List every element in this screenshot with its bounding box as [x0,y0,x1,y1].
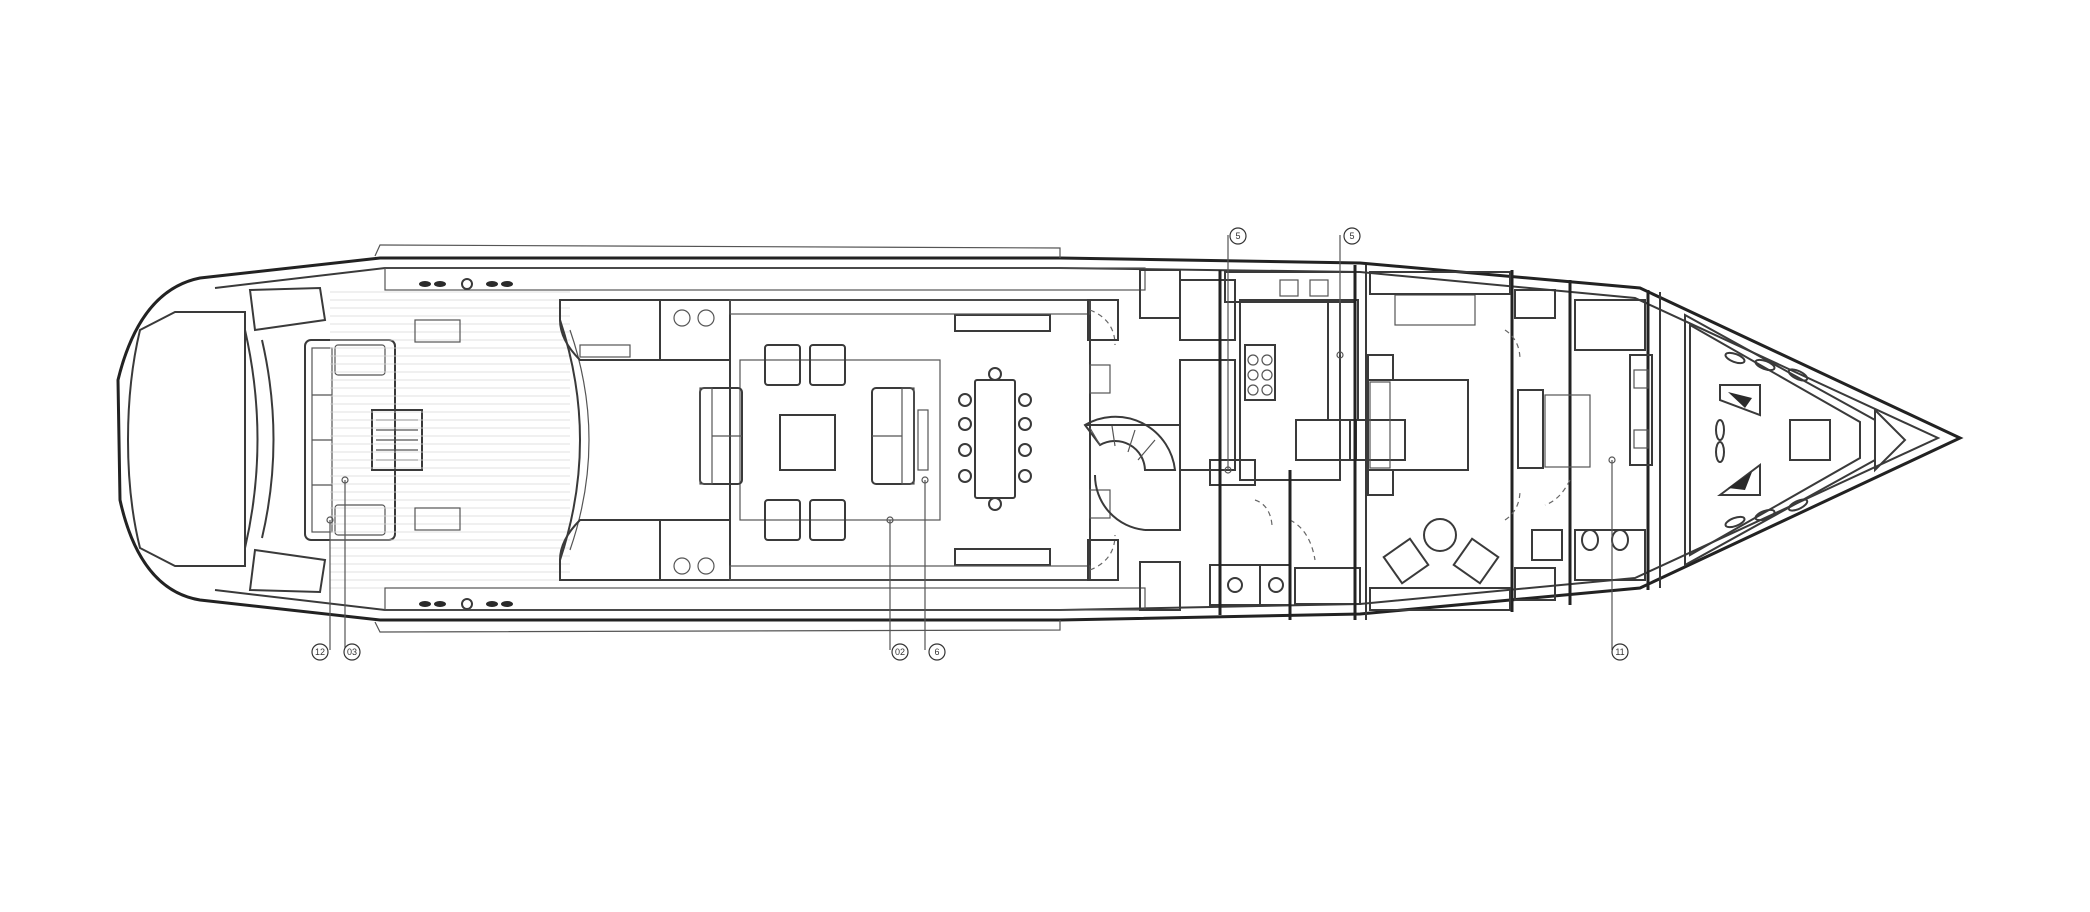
callout-6: 6 [928,643,946,661]
saloon-sofa-aft [699,387,743,485]
bow-sunpad [1789,407,1907,473]
crew-stairs [1295,419,1406,461]
saloon-sideboards [729,299,1091,581]
dining-table [958,367,1032,511]
galley [1179,271,1359,486]
callout-11-label: 11 [1615,647,1624,657]
aft-swim-platform [126,311,275,567]
callout-5-galley-label: 5 [1235,231,1240,241]
owner-cabin [1367,271,1511,611]
bulkheads [1218,265,1661,620]
side-deck-steps-port [1139,269,1181,319]
passage-steps [1294,567,1361,605]
callout-leaders [326,235,1616,650]
saloon-doors [1087,299,1119,581]
owner-cabin-cabinetry [1504,289,1591,601]
saloon-armchairs [764,344,846,541]
side-deck-starboard [384,587,1146,611]
callout-03: 03 [343,643,361,661]
saloon-cabinets-starboard [659,519,731,581]
bow-seating [1717,384,1761,496]
callout-12: 12 [311,643,329,661]
callout-12-label: 12 [315,647,325,657]
deck-fittings-port [419,278,513,290]
side-deck-port [384,267,1146,291]
callout-6-label: 6 [934,647,939,657]
saloon-console [917,409,929,471]
main-saloon [729,299,1091,581]
callout-02-label: 02 [895,647,905,657]
callout-5-galley: 5 [1229,227,1247,245]
saloon-cabinets-port [659,299,731,361]
bow-fittings [1715,351,1809,529]
aft-stairs-port [248,286,327,332]
callout-5-pantry-label: 5 [1349,231,1354,241]
callout-11: 11 [1611,643,1629,661]
callout-03-label: 03 [347,647,357,657]
saloon-sofa-forward [871,387,915,485]
day-head [1209,499,1316,606]
owner-bathroom [1531,299,1653,581]
saloon-curved-stairs-port [559,299,661,361]
aft-stairs-starboard [248,548,327,594]
callout-5-pantry: 5 [1343,227,1361,245]
callout-02: 02 [891,643,909,661]
aft-deck [330,290,570,590]
saloon-curved-stairs-starboard [559,519,661,581]
spiral-staircase [1083,415,1181,531]
side-deck-steps-starboard [1139,561,1181,611]
owner-lounge-chairs [1382,518,1500,585]
deck-fittings-starboard [419,598,513,610]
saloon-coffee-table [779,414,836,471]
